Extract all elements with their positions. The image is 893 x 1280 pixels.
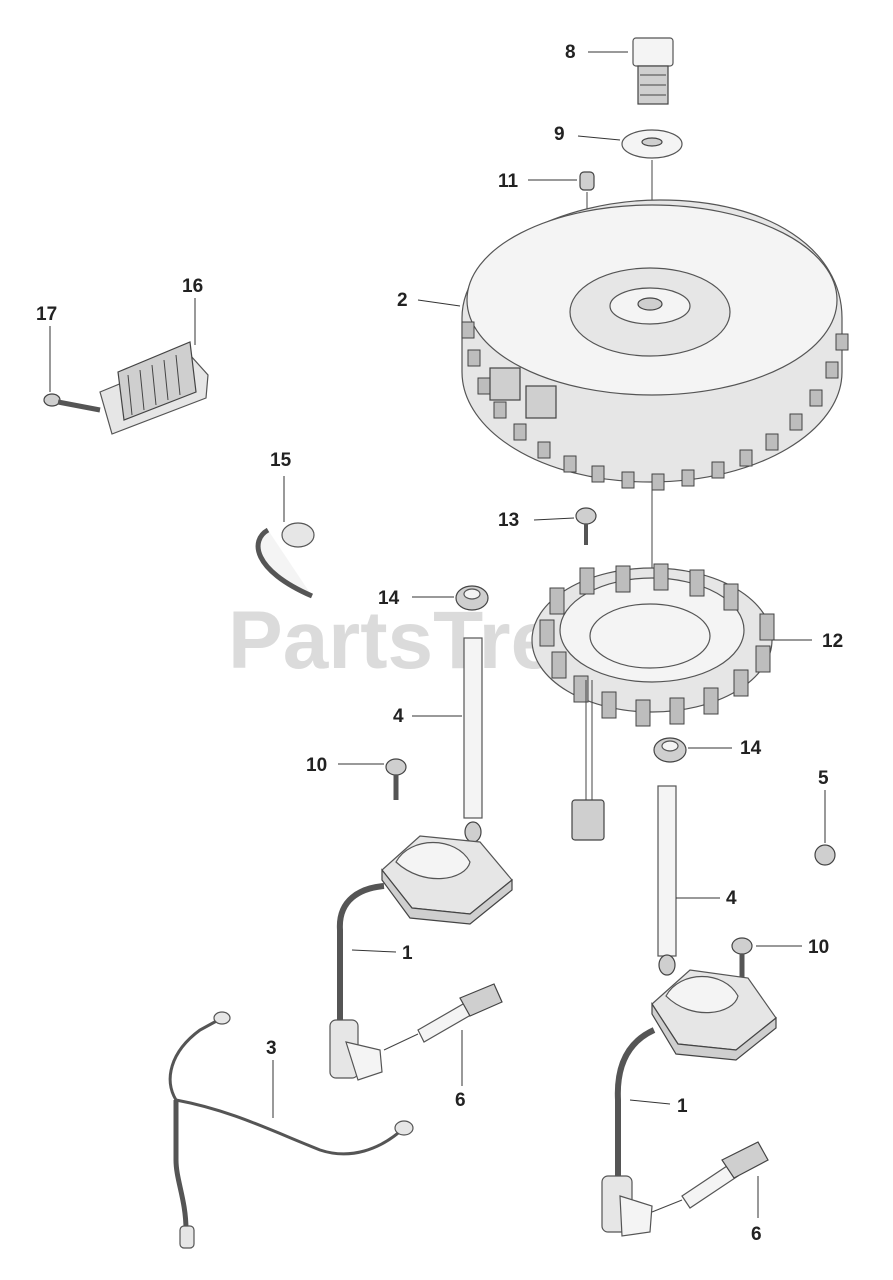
callout-5[interactable]: 5 [818, 768, 829, 789]
callout-3[interactable]: 3 [266, 1038, 277, 1059]
ignition-coil-part-1-right[interactable] [601, 969, 777, 1237]
callout-17[interactable]: 17 [36, 304, 57, 325]
leader-1b [629, 1099, 671, 1105]
screw-part-10-left[interactable] [385, 758, 407, 800]
callout-14-left[interactable]: 14 [378, 588, 400, 609]
bolt-part-8[interactable] [632, 37, 674, 105]
stud-part-4-right[interactable] [657, 785, 677, 976]
callout-4-right[interactable]: 4 [726, 888, 737, 909]
screw-part-13[interactable] [575, 507, 597, 545]
callout-15[interactable]: 15 [270, 450, 292, 471]
callout-12[interactable]: 12 [822, 631, 843, 652]
callout-9[interactable]: 9 [554, 124, 565, 145]
callout-1-left[interactable]: 1 [402, 943, 413, 964]
callout-6-left[interactable]: 6 [455, 1090, 466, 1111]
leader-1a [351, 949, 397, 953]
callout-2[interactable]: 2 [397, 290, 408, 311]
screw-part-17[interactable] [43, 393, 101, 413]
callout-14-right[interactable]: 14 [740, 738, 762, 759]
spark-plug-part-6-right[interactable] [651, 1141, 769, 1213]
spark-plug-part-6-left[interactable] [383, 983, 503, 1051]
callout-10-left[interactable]: 10 [306, 755, 327, 776]
spacer-part-14-right[interactable] [653, 737, 687, 763]
spacer-part-14-left[interactable] [455, 585, 489, 611]
callout-1-right[interactable]: 1 [677, 1096, 688, 1117]
callout-8[interactable]: 8 [565, 42, 576, 63]
callout-10-right[interactable]: 10 [808, 937, 829, 958]
callout-16[interactable]: 16 [182, 276, 203, 297]
leader-2 [417, 299, 461, 307]
ignition-coil-part-1-left[interactable] [329, 835, 513, 1081]
stator-part-12[interactable] [531, 563, 775, 841]
callout-11[interactable]: 11 [498, 171, 519, 192]
nut-part-5[interactable] [814, 844, 836, 866]
flywheel-part-2[interactable] [461, 199, 849, 491]
clip-part-15[interactable] [255, 522, 315, 599]
regulator-part-16[interactable] [99, 341, 209, 435]
callout-4-left[interactable]: 4 [393, 706, 404, 727]
leader-9 [577, 135, 621, 141]
leader-13 [533, 517, 575, 521]
callout-6-right[interactable]: 6 [751, 1224, 762, 1245]
washer-part-9[interactable] [621, 129, 683, 159]
key-part-11[interactable] [579, 171, 595, 191]
screw-part-10-right[interactable] [731, 937, 753, 980]
callout-13[interactable]: 13 [498, 510, 519, 531]
stud-part-4-left[interactable] [463, 637, 483, 843]
ground-wire-part-3[interactable] [168, 1011, 414, 1249]
